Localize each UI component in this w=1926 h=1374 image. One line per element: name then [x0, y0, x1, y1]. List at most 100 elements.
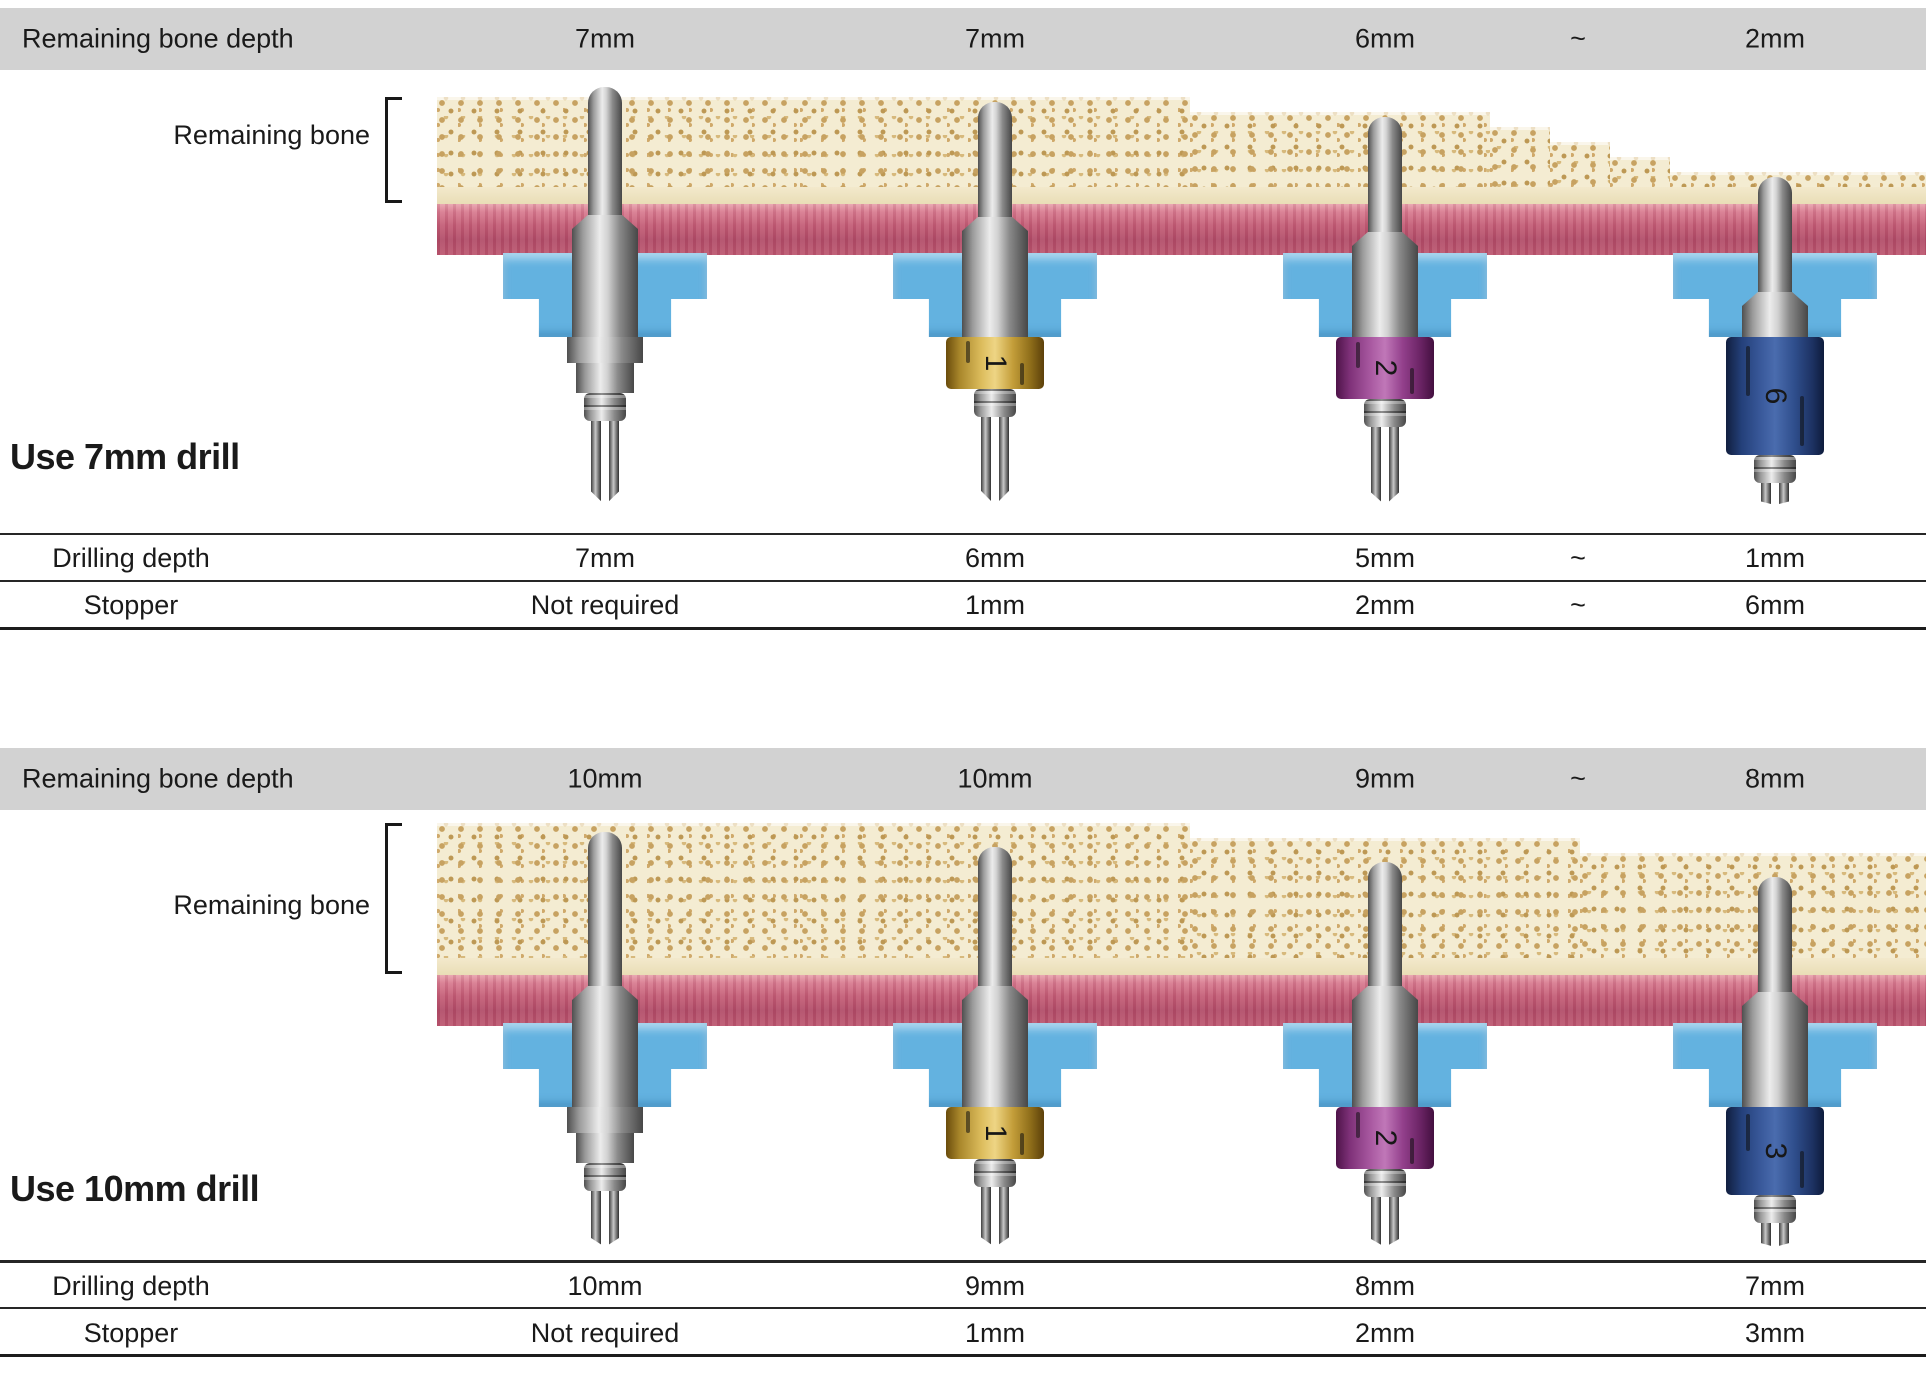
header-value: ~	[1570, 23, 1586, 54]
stopper-number: 1	[979, 354, 1012, 372]
stopper-number: 1	[979, 1124, 1012, 1142]
bone-bottom-band	[437, 187, 1926, 204]
stopper-slit	[1355, 1111, 1360, 1138]
drill-bit	[981, 1187, 1009, 1247]
drill-body	[1352, 246, 1418, 337]
drill-bit-flute	[1389, 427, 1399, 505]
drill-chamfer	[962, 217, 1028, 231]
header-label: Remaining bone depth	[22, 763, 294, 794]
cell-value: 6mm	[1745, 590, 1805, 620]
drill-body	[572, 1000, 638, 1107]
drill-rings	[974, 1159, 1016, 1187]
table-rule	[0, 580, 1926, 582]
bone-layer-segment	[1580, 853, 1926, 975]
header-label: Remaining bone depth	[22, 23, 294, 54]
drill-chamfer	[1352, 986, 1418, 1000]
drill-bit	[1371, 1197, 1399, 1247]
stopper-slit	[965, 1111, 970, 1133]
drill-bit-flute	[981, 1187, 991, 1247]
drill-body	[962, 1000, 1028, 1107]
stopper-slit	[1355, 341, 1360, 368]
drill-bit	[1761, 1223, 1789, 1247]
drill-bit	[591, 1191, 619, 1247]
drill-shaft	[1368, 862, 1402, 1000]
drill-stopper: 6	[1726, 337, 1824, 455]
drill-chuck	[567, 337, 643, 363]
drill-bit-flute	[1779, 483, 1789, 505]
table-rule	[0, 1260, 1926, 1263]
drill-chamfer	[962, 986, 1028, 1000]
remaining-bone-depth-bar: Remaining bone depth 7mm 7mm 6mm ~ 2mm	[0, 8, 1926, 70]
cell-value: 7mm	[1745, 1271, 1805, 1301]
stopper-number: 2	[1369, 359, 1402, 377]
drill-bit-flute	[591, 421, 601, 505]
drill-bit-flute	[1371, 427, 1381, 505]
stopper-number: 6	[1759, 387, 1792, 405]
stopper-number: 2	[1369, 1129, 1402, 1147]
gum-tissue-layer	[437, 204, 1926, 255]
stopper-slit	[1745, 1114, 1750, 1151]
cell-value: 10mm	[567, 1271, 643, 1301]
drill-chamfer	[572, 986, 638, 1000]
drill-shaft	[1758, 177, 1792, 306]
drill-rings	[584, 1163, 626, 1191]
drill-stopper: 3	[1726, 1107, 1824, 1195]
drill-shaft	[978, 102, 1012, 231]
drill-bit-flute	[609, 1191, 619, 1247]
table-rule	[0, 1354, 1926, 1357]
drill-shaft	[1368, 117, 1402, 246]
drill-shaft	[588, 87, 622, 229]
remaining-bone-label: Remaining bone	[173, 890, 370, 920]
cell-value: Not required	[530, 1318, 680, 1348]
drill-bit	[1371, 427, 1399, 505]
row-label: Stopper	[83, 1318, 179, 1348]
drill-bit	[1761, 483, 1789, 505]
header-value: ~	[1570, 763, 1586, 794]
drill-body	[572, 229, 638, 337]
remaining-bone-label: Remaining bone	[173, 120, 370, 150]
drill-bit-flute	[1779, 1223, 1789, 1247]
drill-bit-flute	[999, 1187, 1009, 1247]
drill-stopper: 1	[946, 1107, 1044, 1159]
stopper-slit	[1410, 1138, 1415, 1165]
cell-value: 7mm	[575, 543, 635, 573]
row-label: Drilling depth	[52, 1271, 210, 1301]
table-rule	[0, 1307, 1926, 1309]
remaining-bone-depth-bar: Remaining bone depth 10mm 10mm 9mm ~ 8mm	[0, 748, 1926, 810]
stopper-slit	[965, 341, 970, 363]
table-rule	[0, 627, 1926, 630]
row-label: Stopper	[83, 590, 179, 620]
drill-bit-flute	[1389, 1197, 1399, 1247]
drill-chuck	[576, 363, 634, 393]
drill-chamfer	[1352, 232, 1418, 246]
drill-bit-flute	[1371, 1197, 1381, 1247]
drill-rings	[1754, 1195, 1796, 1223]
drill-bit-flute	[591, 1191, 601, 1247]
header-value: 9mm	[1355, 763, 1415, 794]
drill-stopper: 2	[1336, 1107, 1434, 1169]
cell-value: 1mm	[965, 590, 1025, 620]
drill-rings	[1754, 455, 1796, 483]
section-title: Use 7mm drill	[10, 436, 240, 477]
cell-value: ~	[1570, 590, 1586, 620]
drill-bit-flute	[609, 421, 619, 505]
header-value: 7mm	[965, 23, 1025, 54]
gum-tissue-layer	[437, 975, 1926, 1026]
cell-value: 2mm	[1355, 590, 1415, 620]
drill-stopper: 2	[1336, 337, 1434, 399]
drill-shaft	[978, 847, 1012, 1000]
drill-bit-flute	[981, 417, 991, 505]
drill-chamfer	[1742, 292, 1808, 306]
cell-value: 1mm	[1745, 543, 1805, 573]
drill-rings	[1364, 1169, 1406, 1197]
drill-chamfer	[1742, 992, 1808, 1006]
header-value: 6mm	[1355, 23, 1415, 54]
table-rule	[0, 533, 1926, 535]
cell-value: 1mm	[965, 1318, 1025, 1348]
header-value: 2mm	[1745, 23, 1805, 54]
bone-bottom-band	[437, 958, 1926, 975]
header-value: 7mm	[575, 23, 635, 54]
bone-depth-bracket	[385, 823, 402, 974]
stopper-number: 3	[1759, 1142, 1792, 1160]
stopper-slit	[1410, 368, 1415, 395]
